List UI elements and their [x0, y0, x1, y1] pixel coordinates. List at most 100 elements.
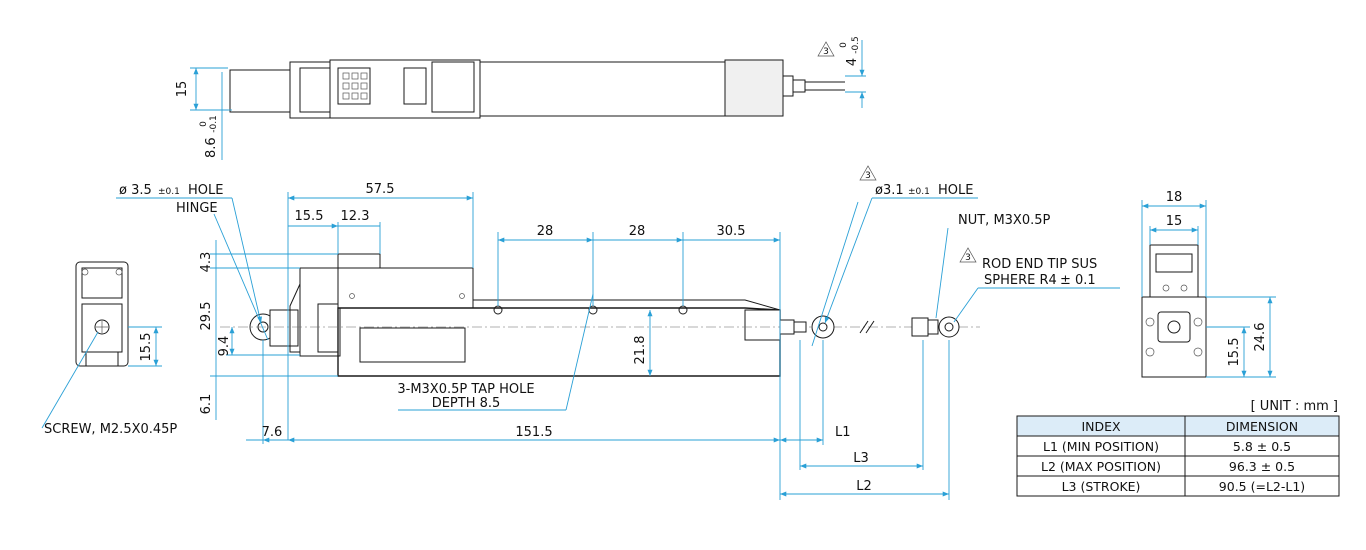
side-tip-nut	[911, 317, 929, 337]
top-view: 15 8.6 0 -0.1 3 4 0 -0.5	[175, 36, 866, 160]
side-dim-6-1: 6.1	[199, 394, 214, 415]
side-break-mark	[865, 320, 875, 334]
side-rod-hole-word: HOLE	[938, 183, 973, 198]
table-cell: L2 (MAX POSITION)	[1041, 459, 1161, 474]
side-dim-29-5: 29.5	[199, 302, 214, 331]
end-view: 18 15 15.5 24.6	[1141, 190, 1276, 378]
side-rod-leader	[811, 201, 859, 347]
front-view-bolt	[81, 268, 89, 276]
side-tip-sphere	[938, 316, 960, 338]
end-dim-18: 18	[1166, 190, 1183, 205]
side-dim-21-8: 21.8	[633, 336, 648, 365]
side-motor-housing	[337, 267, 474, 309]
top-view-end-cap	[724, 59, 784, 117]
table-cell: 90.5 (=L2-L1)	[1219, 479, 1305, 494]
top-dim-15: 15	[175, 81, 190, 98]
end-dim-15-5: 15.5	[1227, 338, 1242, 367]
side-dim-L1: L1	[835, 425, 851, 440]
table-header-index: INDEX	[1081, 419, 1121, 434]
table-cell: L3 (STROKE)	[1062, 479, 1141, 494]
front-screw-leader	[41, 331, 99, 429]
front-view: 15.5 SCREW, M2.5X0.45P	[41, 261, 177, 437]
top-view-clip-inner	[299, 67, 331, 113]
side-tip-tol: ± 0.1	[1060, 273, 1096, 288]
side-dim-L3: L3	[853, 451, 869, 466]
side-dim-L2: L2	[856, 479, 872, 494]
side-rod-leader	[824, 197, 873, 324]
end-dim-15: 15	[1166, 214, 1183, 229]
front-view-hinge	[81, 267, 123, 299]
end-view-hinge	[1155, 253, 1193, 273]
front-view-foot	[85, 351, 119, 367]
side-hinge-leader	[231, 197, 263, 324]
side-dim-30-5: 30.5	[717, 224, 746, 239]
end-view-bolt	[1180, 284, 1188, 292]
side-tip-line1: ROD END TIP SUS	[982, 257, 1097, 272]
side-tap-hole	[678, 305, 688, 315]
side-tip-line2: SPHERE R4	[984, 273, 1057, 288]
side-hinge-leader	[213, 213, 269, 341]
top-view-gland-nut	[792, 79, 806, 93]
side-hinge-clip	[269, 309, 299, 347]
top-dim-8-6: 8.6	[204, 137, 219, 158]
top-rev-triangle	[817, 41, 835, 57]
side-tip-neck	[927, 319, 939, 335]
side-tap-hole	[493, 305, 503, 315]
top-view-connector-pins	[342, 72, 368, 100]
side-hinge-hole-tol: ±0.1	[158, 187, 180, 197]
end-view-screw	[1193, 347, 1203, 357]
end-view-screw	[1193, 317, 1203, 327]
top-view-body	[479, 61, 726, 117]
top-view-hinge-block	[229, 69, 291, 113]
side-rod-hole	[818, 322, 828, 332]
front-view-screw	[94, 319, 110, 335]
side-rod-nut	[793, 321, 807, 333]
side-break-mark	[859, 320, 869, 334]
side-end-step	[744, 309, 781, 341]
side-dim-28b: 28	[629, 224, 646, 239]
top-view-gland	[782, 75, 794, 97]
side-dim-4-3: 4.3	[199, 252, 214, 273]
side-label-plate	[359, 327, 466, 363]
side-hinge-hole-word: HOLE	[188, 183, 223, 198]
table-header-dimension: DIMENSION	[1226, 419, 1298, 434]
end-view-center-hole	[1167, 320, 1181, 334]
top-dim-8-6-tol-upper: 0	[199, 121, 209, 127]
side-dim-151-5: 151.5	[515, 425, 552, 440]
top-dim-8-6-tol-lower: -0.1	[209, 115, 219, 133]
dimension-table: [ UNIT : mm ] INDEX DIMENSION L1 (MIN PO…	[1016, 399, 1340, 497]
side-connector	[337, 253, 381, 269]
table-cell: 96.3 ± 0.5	[1229, 459, 1295, 474]
side-tip-leader	[953, 287, 979, 323]
side-dim-57-5: 57.5	[366, 182, 395, 197]
side-nut-leader	[935, 227, 949, 319]
side-rod-rev-mark: 3	[865, 171, 871, 181]
top-dim-4-tol-lower: -0.5	[851, 36, 861, 54]
side-screw	[349, 293, 355, 299]
side-dim-15-5: 15.5	[295, 209, 324, 224]
side-clip-inner	[317, 303, 339, 353]
end-view-screw	[1145, 347, 1155, 357]
top-dim-4-tol-upper: 0	[839, 42, 849, 48]
front-view-bolt	[115, 268, 123, 276]
top-rev-mark: 3	[823, 47, 829, 57]
side-rod-gland	[779, 319, 795, 335]
table-body	[1016, 435, 1340, 497]
side-tip-rev-triangle	[959, 247, 977, 263]
side-body-top-edge	[473, 299, 781, 311]
side-rod-rev-triangle	[859, 165, 877, 181]
top-view-window	[403, 67, 427, 105]
side-screw	[459, 293, 465, 299]
end-view-screw	[1145, 317, 1155, 327]
side-tap-leader	[565, 293, 594, 411]
side-hinge-label: HINGE	[176, 201, 218, 216]
table-cell: L1 (MIN POSITION)	[1043, 439, 1159, 454]
table-cell: 5.8 ± 0.5	[1233, 439, 1291, 454]
side-rod-hole-tol: ±0.1	[908, 187, 930, 197]
side-hinge-hole-dia: ø 3.5	[119, 183, 152, 198]
front-dim-15-5: 15.5	[139, 333, 154, 362]
side-rod-hole-dia: ø3.1	[875, 183, 904, 198]
side-tip-hole	[944, 322, 954, 332]
